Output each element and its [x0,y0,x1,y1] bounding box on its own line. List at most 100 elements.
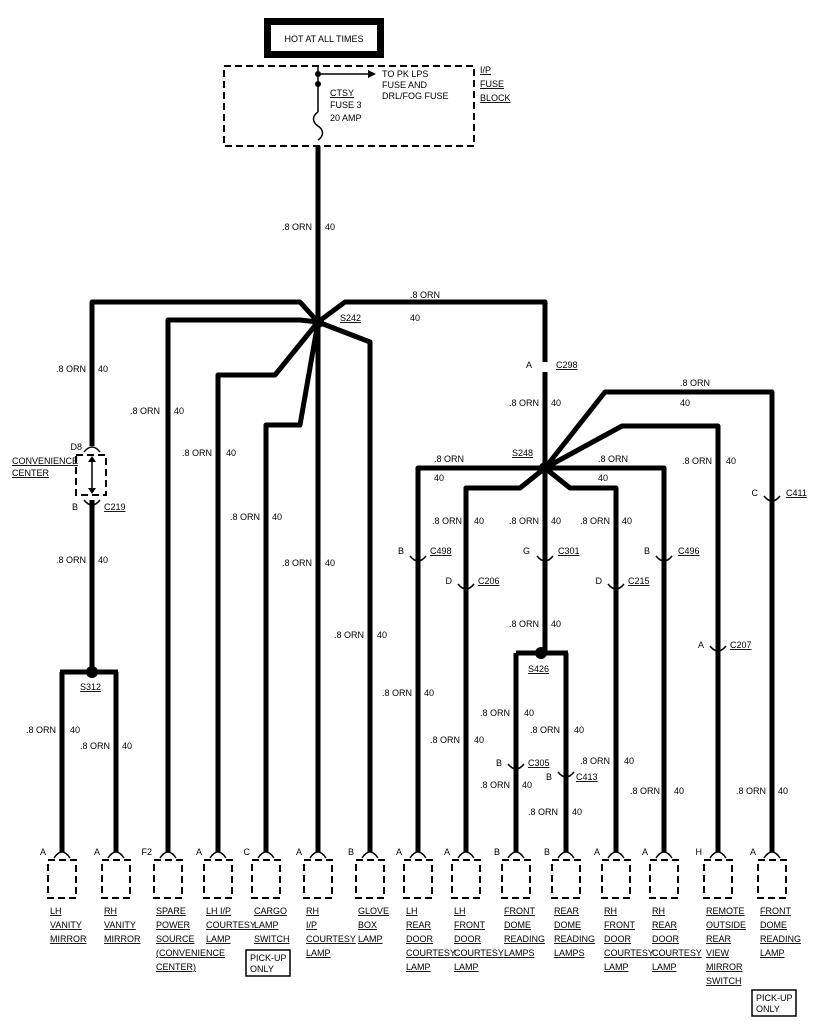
convenience-center-label-1: CONVENIENCE [12,456,78,466]
arrow-down-icon [88,488,96,494]
component-label-line: CENTER) [156,962,196,972]
header-label: HOT AT ALL TIMES [284,34,363,44]
c498-pin: B [398,546,404,556]
component-label-line: DOME [504,920,531,930]
component-label-line: SPARE [156,906,186,916]
connector-c206-icon [457,583,475,590]
component-label-line: SOURCE [156,934,195,944]
lbl-c298-gauge: .8 ORN [410,290,440,300]
lbl-rhf-gauge-top: .8 ORN [580,516,610,526]
lbl-c301-gauge: .8 ORN [509,516,539,526]
lbl-rdome-gauge: .8 ORN [530,725,560,735]
component-label-line: REMOTE [706,906,745,916]
component-connector-icon [257,851,275,859]
component-label-line: LAMP [406,962,431,972]
component-connector-icon [209,851,227,859]
c206-pin: D [446,576,453,586]
lbl-fdome2-circuit: 40 [522,780,532,790]
component-box [101,859,131,899]
component-label-line: BOX [358,920,377,930]
component-label-line: COURTESY [206,920,256,930]
component-label-line: FRONT [760,906,791,916]
component-box [203,859,233,899]
component-label-line: REAR [652,920,678,930]
component-label-line: REAR [706,934,732,944]
c496-id: C496 [678,546,700,556]
component-pin: A [642,847,648,857]
convenience-center-box [75,454,107,496]
lbl-s248-gauge: .8 ORN [509,398,539,408]
component-label-line: COURTESY [454,948,504,958]
component-connector-icon [655,851,673,859]
component-box [501,859,531,899]
component-pin: B [544,847,550,857]
component-label-line: SWITCH [254,934,290,944]
c301-id: C301 [558,546,580,556]
component-label-line: RH [306,906,319,916]
c219-id: C219 [104,502,126,512]
arrow-line-3: DRL/FOG FUSE [382,91,449,101]
c207-id: C207 [730,640,752,650]
component-pin: A [444,847,450,857]
wire-spare-power [165,317,319,852]
lbl-c301-circuit: 40 [551,516,561,526]
component-label-line: LAMP [254,920,279,930]
component-label-line: MIRROR [706,962,743,972]
component-pin: A [750,847,756,857]
lbl-rhf-circuit-top: 40 [622,516,632,526]
lbl-glove-circuit: 40 [377,630,387,640]
lbl-rhr-circuit-top: 40 [598,473,608,483]
component-label-line: DOME [760,920,787,930]
lbl-c219-gauge: .8 ORN [56,555,86,565]
lbl-glove-gauge: .8 ORN [334,630,364,640]
splice-s242-label: S242 [340,313,361,323]
component-label-line: READING [554,934,595,944]
component-label-line: LAMP [306,948,331,958]
component-label-line: LAMP [652,962,677,972]
component-label-line: GLOVE [358,906,389,916]
component-label-line: LAMP [760,948,785,958]
component-label-line: LH I/P [206,906,231,916]
component-pin: A [296,847,302,857]
component-label-line: FRONT [454,920,485,930]
component-row: ALHVANITYMIRRORARHVANITYMIRRORF2SPAREPOW… [40,847,801,1017]
connector-c305-icon [507,763,525,770]
lbl-rhr-gauge: .8 ORN [630,786,660,796]
component-label-line: RH [604,906,617,916]
component-label-line: LAMPS [504,948,535,958]
component-label-line: LAMPS [554,948,585,958]
component-label-line: DOOR [604,934,632,944]
lbl-rhf-circuit: 40 [624,756,634,766]
fuse-junction-2 [315,81,321,87]
component-connector-icon [557,851,575,859]
component-pin: A [594,847,600,857]
lbl-c298-circuit: 40 [410,313,420,323]
lbl-cargo-circuit: 40 [272,512,282,522]
lbl-lhf-circuit-top: 40 [474,516,484,526]
pickup-only-label: ONLY [250,964,274,974]
lbl-fdome2-gauge: .8 ORN [480,780,510,790]
fuse-line-2: FUSE 3 [330,100,362,110]
pickup-only-label: PICK-UP [250,953,287,963]
arrow-line-2: FUSE AND [382,80,428,90]
lbl-lhf-gauge: .8 ORN [430,735,460,745]
component-label-line: VANITY [50,920,82,930]
fuse-line-1: CTSY [330,88,354,98]
component-label-line: SWITCH [706,976,742,986]
lbl-lhr-gauge: .8 ORN [382,688,412,698]
c219-pin: B [72,502,78,512]
component-label-line: MIRROR [50,934,87,944]
component-box [303,859,333,899]
connector-c215-icon [607,583,625,590]
lbl-lhf-circuit: 40 [474,735,484,745]
lbl-dome-gauge-top: .8 ORN [680,378,710,388]
lbl-lhr-gauge-top: .8 ORN [434,454,464,464]
component-connector-icon [709,851,727,859]
